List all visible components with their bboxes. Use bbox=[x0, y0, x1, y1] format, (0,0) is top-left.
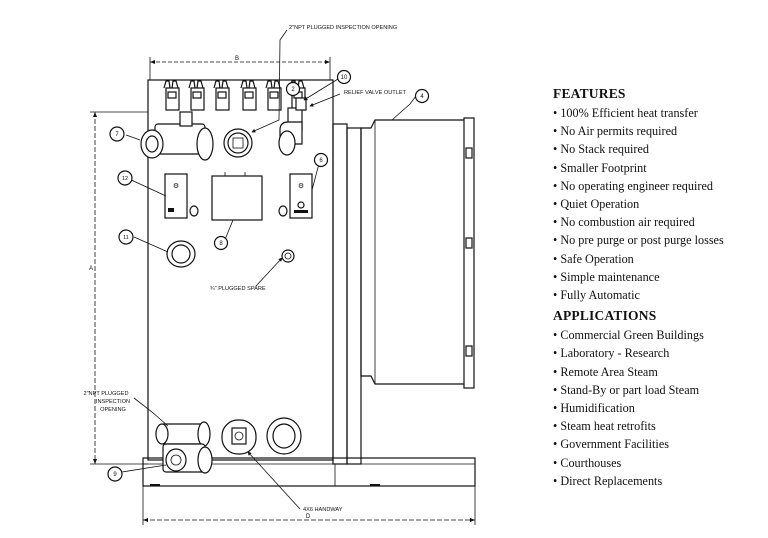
application-item: Steam heat retrofits bbox=[553, 417, 765, 435]
feature-item: 100% Efficient heat transfer bbox=[553, 104, 765, 122]
top-inspection-opening bbox=[223, 128, 253, 158]
application-item: Humidification bbox=[553, 399, 765, 417]
top-inspection-label: 2"NPT PLUGGED INSPECTION OPENING bbox=[289, 25, 397, 31]
relief-valve-elbow bbox=[278, 97, 307, 156]
feature-item: No Stack required bbox=[553, 140, 765, 158]
left-inspection-label-line1: 2"NPT PLUGGED bbox=[83, 391, 128, 397]
callout-2-label: 2 bbox=[291, 87, 295, 93]
steam-outlet-pipe bbox=[140, 111, 214, 161]
side-port bbox=[166, 240, 196, 268]
features-heading: FEATURES bbox=[553, 86, 626, 101]
features-applications-panel: FEATURES 100% Efficient heat transfer No… bbox=[553, 86, 765, 494]
dimension-width-top-label: B bbox=[235, 56, 239, 62]
applications-heading: APPLICATIONS bbox=[553, 308, 657, 324]
callout-2: 2 bbox=[285, 81, 301, 97]
callout-6: 6 bbox=[313, 152, 329, 168]
feature-item: No pre purge or post purge losses bbox=[553, 231, 765, 249]
feature-item: No operating engineer required bbox=[553, 177, 765, 195]
dimension-height-left: A bbox=[89, 111, 148, 465]
feature-item: Quiet Operation bbox=[553, 195, 765, 213]
control-box bbox=[211, 175, 263, 221]
feature-item: Safe Operation bbox=[553, 250, 765, 268]
feature-item: No Air permits required bbox=[553, 122, 765, 140]
handway bbox=[221, 419, 257, 455]
callout-6-label: 6 bbox=[319, 158, 323, 164]
callout-4: 4 bbox=[414, 88, 430, 104]
left-sensor-box: ⚙ bbox=[164, 173, 199, 219]
relief-valve-label: RELIEF VALVE OUTLET bbox=[344, 90, 407, 96]
dimension-width-top: B bbox=[149, 56, 331, 80]
callout-10: 10 bbox=[336, 69, 352, 85]
svg-text:⚙: ⚙ bbox=[298, 182, 304, 190]
application-item: Government Facilities bbox=[553, 435, 765, 453]
dimension-width-bottom: D bbox=[142, 485, 476, 525]
applications-list: Commercial Green Buildings Laboratory - … bbox=[553, 326, 765, 490]
feature-item: Fully Automatic bbox=[553, 286, 765, 304]
callout-4-label: 4 bbox=[420, 94, 424, 100]
feature-item: Simple maintenance bbox=[553, 268, 765, 286]
top-fittings bbox=[163, 80, 306, 111]
application-item: Direct Replacements bbox=[553, 472, 765, 490]
svg-text:⚙: ⚙ bbox=[173, 182, 179, 190]
leader-lines bbox=[121, 29, 417, 510]
left-inspection-label-line3: OPENING bbox=[100, 407, 126, 413]
bottom-blowdown-fittings bbox=[155, 421, 213, 474]
feature-item: No combustion air required bbox=[553, 213, 765, 231]
plugged-spare-fitting bbox=[281, 249, 295, 263]
callout-11: 11 bbox=[118, 229, 134, 245]
application-item: Courthouses bbox=[553, 454, 765, 472]
callout-11-label: 11 bbox=[123, 235, 129, 241]
callout-8: 8 bbox=[213, 235, 229, 251]
callout-12-label: 12 bbox=[122, 176, 128, 182]
plugged-spare-label: ¾" PLUGGED SPARE bbox=[210, 286, 266, 292]
feature-item: Smaller Footprint bbox=[553, 159, 765, 177]
features-list: 100% Efficient heat transfer No Air perm… bbox=[553, 104, 765, 304]
boiler-elevation-drawing: B A D bbox=[83, 25, 476, 525]
right-sensor-box: ⚙ bbox=[278, 173, 313, 219]
left-inspection-label-line2: INSPECTION bbox=[96, 399, 130, 405]
callout-10-label: 10 bbox=[341, 75, 348, 81]
callout-7: 7 bbox=[109, 126, 125, 142]
heater-enclosure bbox=[332, 117, 475, 465]
callout-7-label: 7 bbox=[115, 132, 119, 138]
dimension-width-bottom-label: D bbox=[306, 514, 311, 520]
application-item: Stand-By or part load Steam bbox=[553, 381, 765, 399]
application-item: Laboratory - Research bbox=[553, 344, 765, 362]
callout-9-label: 9 bbox=[113, 472, 117, 478]
callout-12: 12 bbox=[117, 170, 133, 186]
callout-9: 9 bbox=[107, 466, 123, 482]
dimension-height-left-label: A bbox=[89, 266, 93, 272]
bottom-right-port bbox=[266, 417, 302, 455]
callout-8-label: 8 bbox=[219, 241, 223, 247]
application-item: Commercial Green Buildings bbox=[553, 326, 765, 344]
handway-label: 4X6 HANDWAY bbox=[303, 507, 343, 513]
application-item: Remote Area Steam bbox=[553, 363, 765, 381]
